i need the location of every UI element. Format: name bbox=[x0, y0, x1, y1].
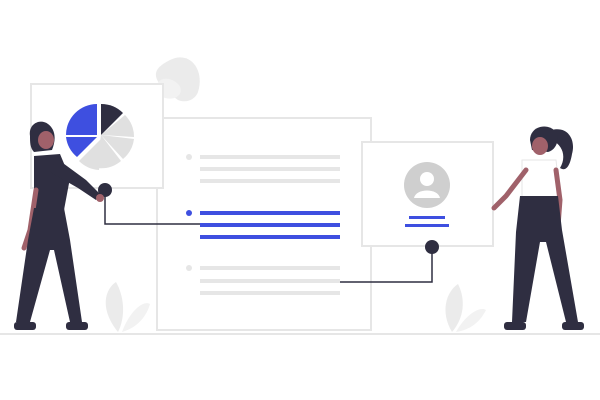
highlighted-line bbox=[200, 223, 340, 227]
document-lines-icon bbox=[186, 154, 340, 295]
highlighted-line bbox=[200, 235, 340, 239]
connector-left bbox=[98, 183, 200, 225]
leaf-icon bbox=[445, 284, 486, 332]
connector-right bbox=[340, 240, 439, 283]
person-right bbox=[491, 126, 584, 330]
profile-subtitle-line bbox=[405, 224, 449, 227]
profile-name-line bbox=[409, 216, 445, 219]
profile-panel bbox=[361, 141, 494, 247]
highlighted-line bbox=[200, 211, 340, 215]
leaf-icon bbox=[105, 282, 150, 332]
person-left bbox=[14, 121, 104, 330]
pie-chart-icon bbox=[66, 103, 135, 170]
user-avatar-icon bbox=[404, 162, 450, 208]
document-panel bbox=[156, 117, 372, 331]
